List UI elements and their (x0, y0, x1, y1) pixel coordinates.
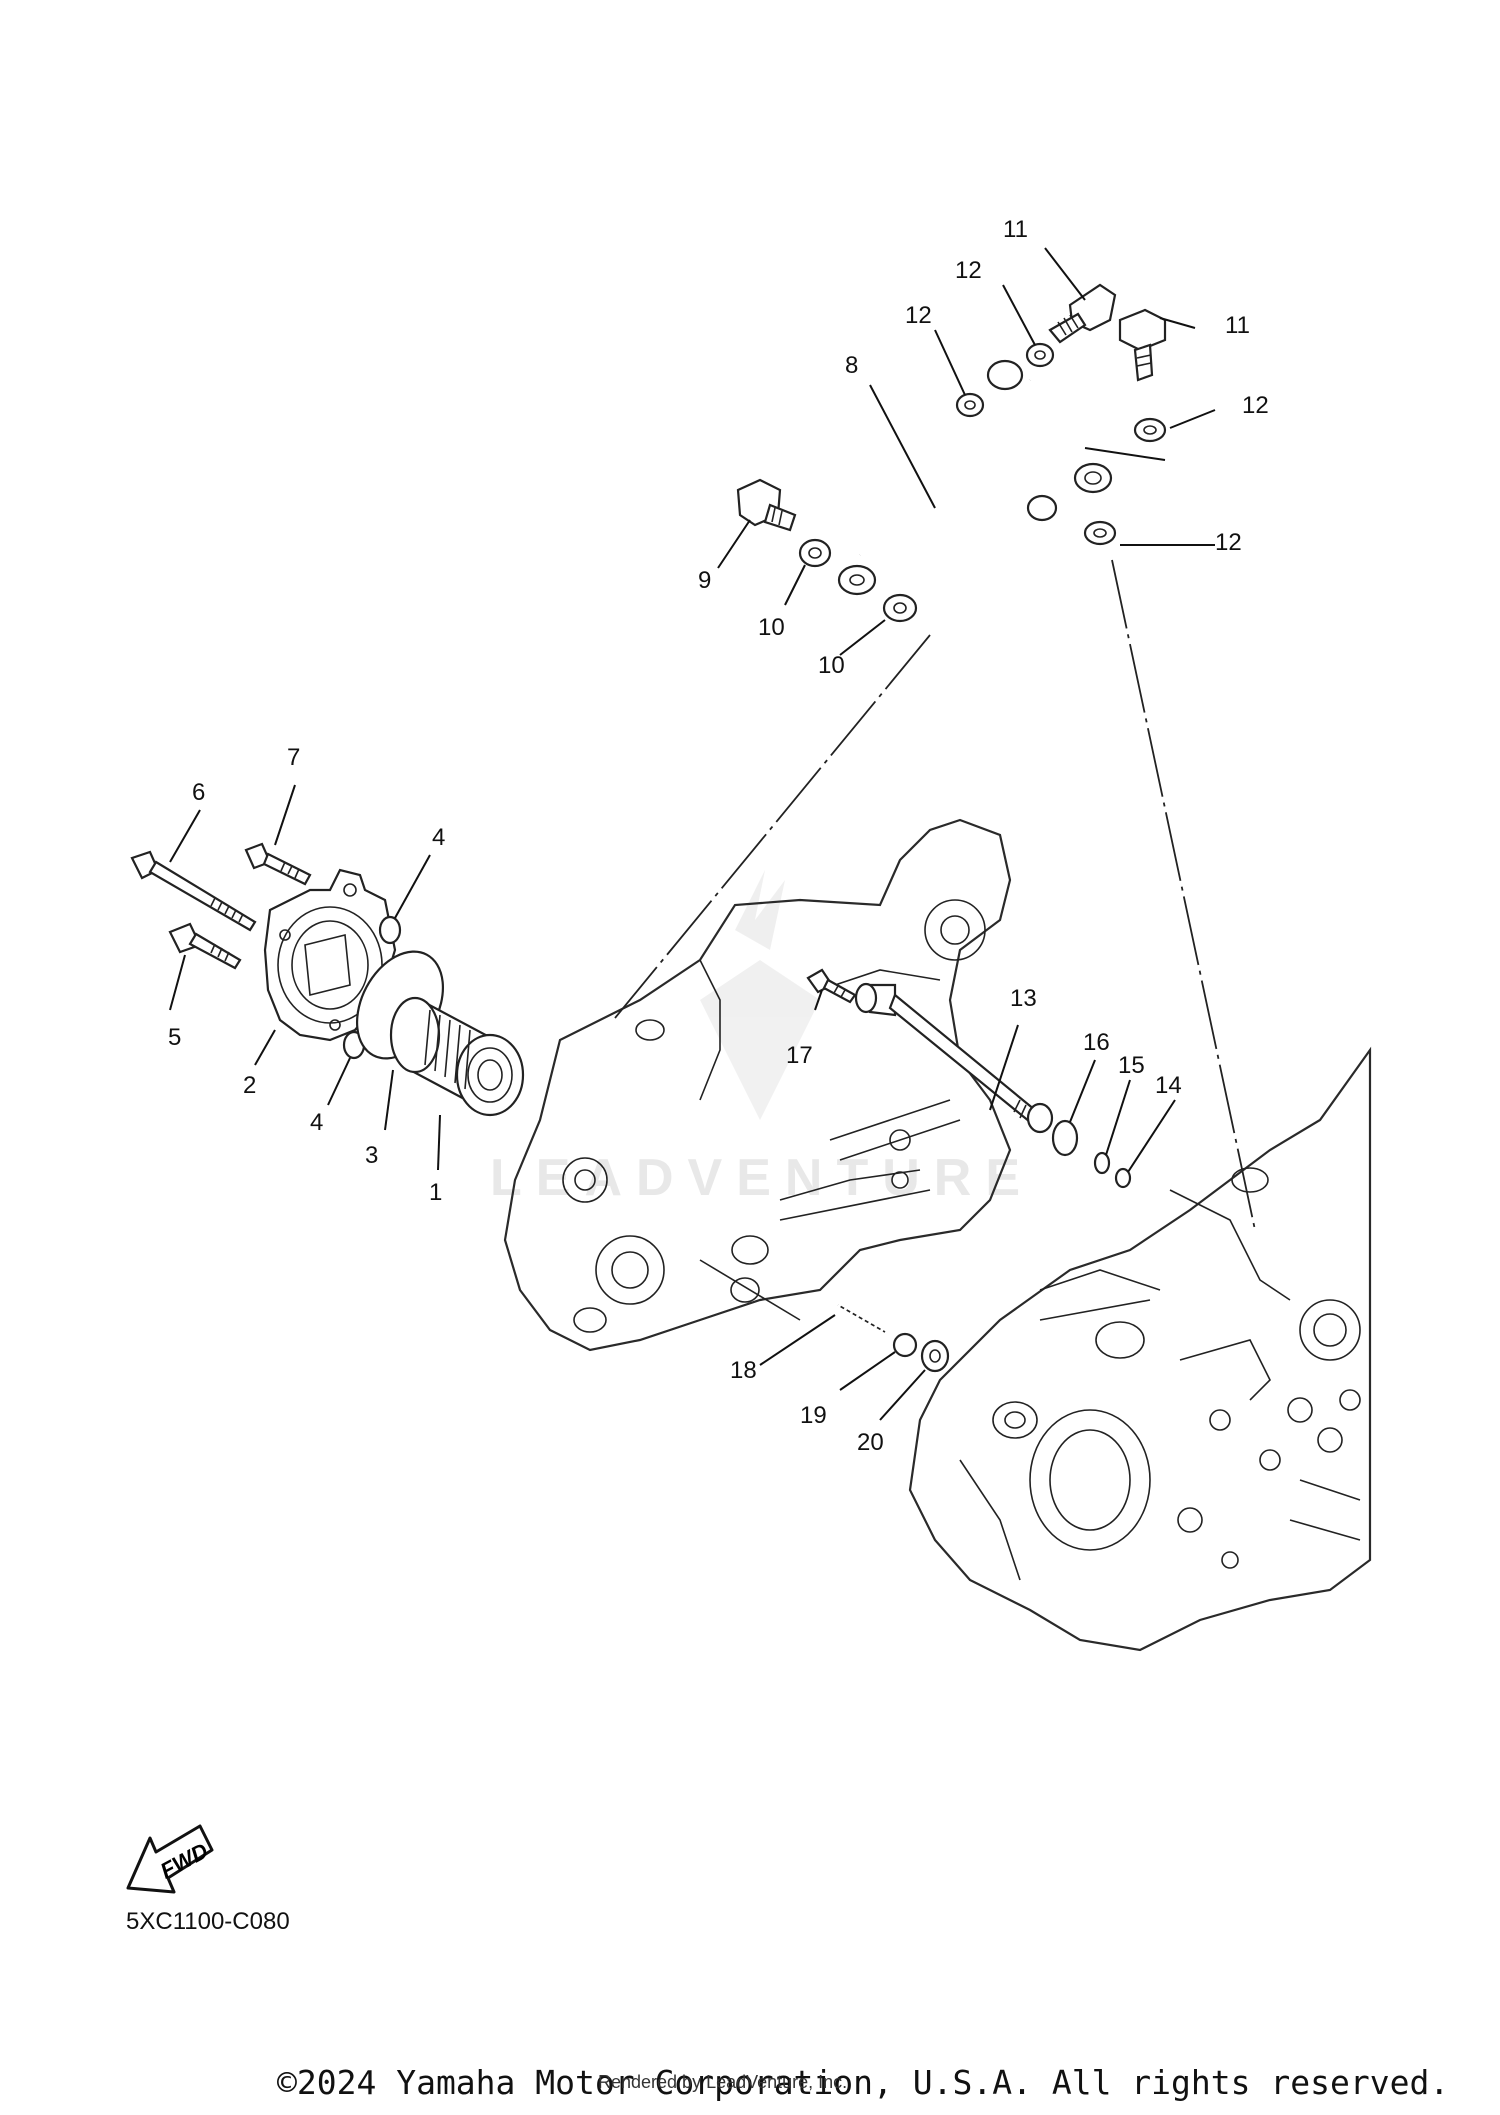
callout-8: 8 (845, 352, 858, 379)
relief-ball-19 (892, 1332, 918, 1358)
washer-12a (1025, 342, 1055, 368)
washer-12c (1133, 417, 1167, 443)
union-bolt-right (1118, 308, 1167, 382)
callout-1: 1 (429, 1179, 442, 1206)
callout-15: 15 (1118, 1052, 1145, 1079)
callout-2: 2 (243, 1072, 256, 1099)
callout-19: 19 (800, 1402, 827, 1429)
callout-12-c: 12 (1242, 392, 1269, 419)
oil-strainer-13 (854, 982, 1054, 1134)
callout-10-a: 10 (758, 614, 785, 641)
bolt-6 (130, 850, 257, 932)
callout-7: 7 (287, 744, 300, 771)
union-bolt-upper (1048, 283, 1117, 344)
callout-4-lower: 4 (310, 1109, 323, 1136)
relief-seat-20 (920, 1339, 950, 1373)
watermark: LEADVENTURE (490, 870, 1020, 1207)
callout-12-a: 12 (955, 257, 982, 284)
callout-9: 9 (698, 567, 711, 594)
pipe-banjo-upper (986, 359, 1024, 391)
bolt-17 (806, 968, 857, 1004)
render-credit: Rendered by LeadVenture, Inc. (598, 2072, 848, 2092)
callout-16: 16 (1083, 1029, 1110, 1056)
right-crankcase-half (908, 1046, 1372, 1652)
callout-numbers: 1 2 3 4 4 5 6 7 8 9 10 10 11 11 12 12 12… (168, 216, 1269, 1456)
o-ring-16 (1051, 1119, 1079, 1157)
callout-13: 13 (1010, 985, 1037, 1012)
callout-11-right: 11 (1225, 312, 1250, 339)
union-bolt-9 (736, 478, 797, 532)
callout-4-upper: 4 (432, 824, 445, 851)
callout-17: 17 (786, 1042, 813, 1069)
oil-filter-element (389, 996, 525, 1117)
callout-10-b: 10 (818, 652, 845, 679)
callout-14: 14 (1155, 1072, 1182, 1099)
callout-20: 20 (857, 1429, 884, 1456)
oil-delivery-pipe (858, 359, 1113, 557)
o-ring-14 (1114, 1167, 1132, 1189)
alignment-line-right (1111, 559, 1256, 1231)
pipe-banjo-lower (837, 564, 877, 596)
callout-3: 3 (365, 1142, 378, 1169)
callout-12-d: 12 (1215, 529, 1242, 556)
pipe-banjo-right (1073, 462, 1113, 494)
diagram-reference-code: 5XC1100-C080 (126, 1908, 290, 1935)
callout-12-b: 12 (905, 302, 932, 329)
callout-18: 18 (730, 1357, 757, 1384)
relief-spring-18 (837, 1303, 886, 1334)
washer-12b (955, 392, 985, 418)
left-crankcase-half (503, 818, 1012, 1352)
callout-11-top: 11 (1003, 216, 1028, 243)
callout-5: 5 (168, 1024, 181, 1051)
bolt-5 (168, 922, 242, 970)
o-ring-4-upper (378, 915, 402, 945)
copyright-notice: ©2024 Yamaha Motor Corporation, U.S.A. A… (277, 2063, 1450, 2102)
washer-12d (1083, 520, 1117, 546)
o-ring-15 (1093, 1151, 1111, 1175)
alignment-line-left (614, 634, 931, 1019)
callout-6: 6 (192, 779, 205, 806)
washer-10b (882, 593, 918, 623)
leader-lines (169, 247, 1216, 1421)
washer-10a (798, 538, 832, 568)
bolt-7 (244, 842, 312, 886)
fwd-arrow-icon: FWD (126, 1824, 214, 1894)
